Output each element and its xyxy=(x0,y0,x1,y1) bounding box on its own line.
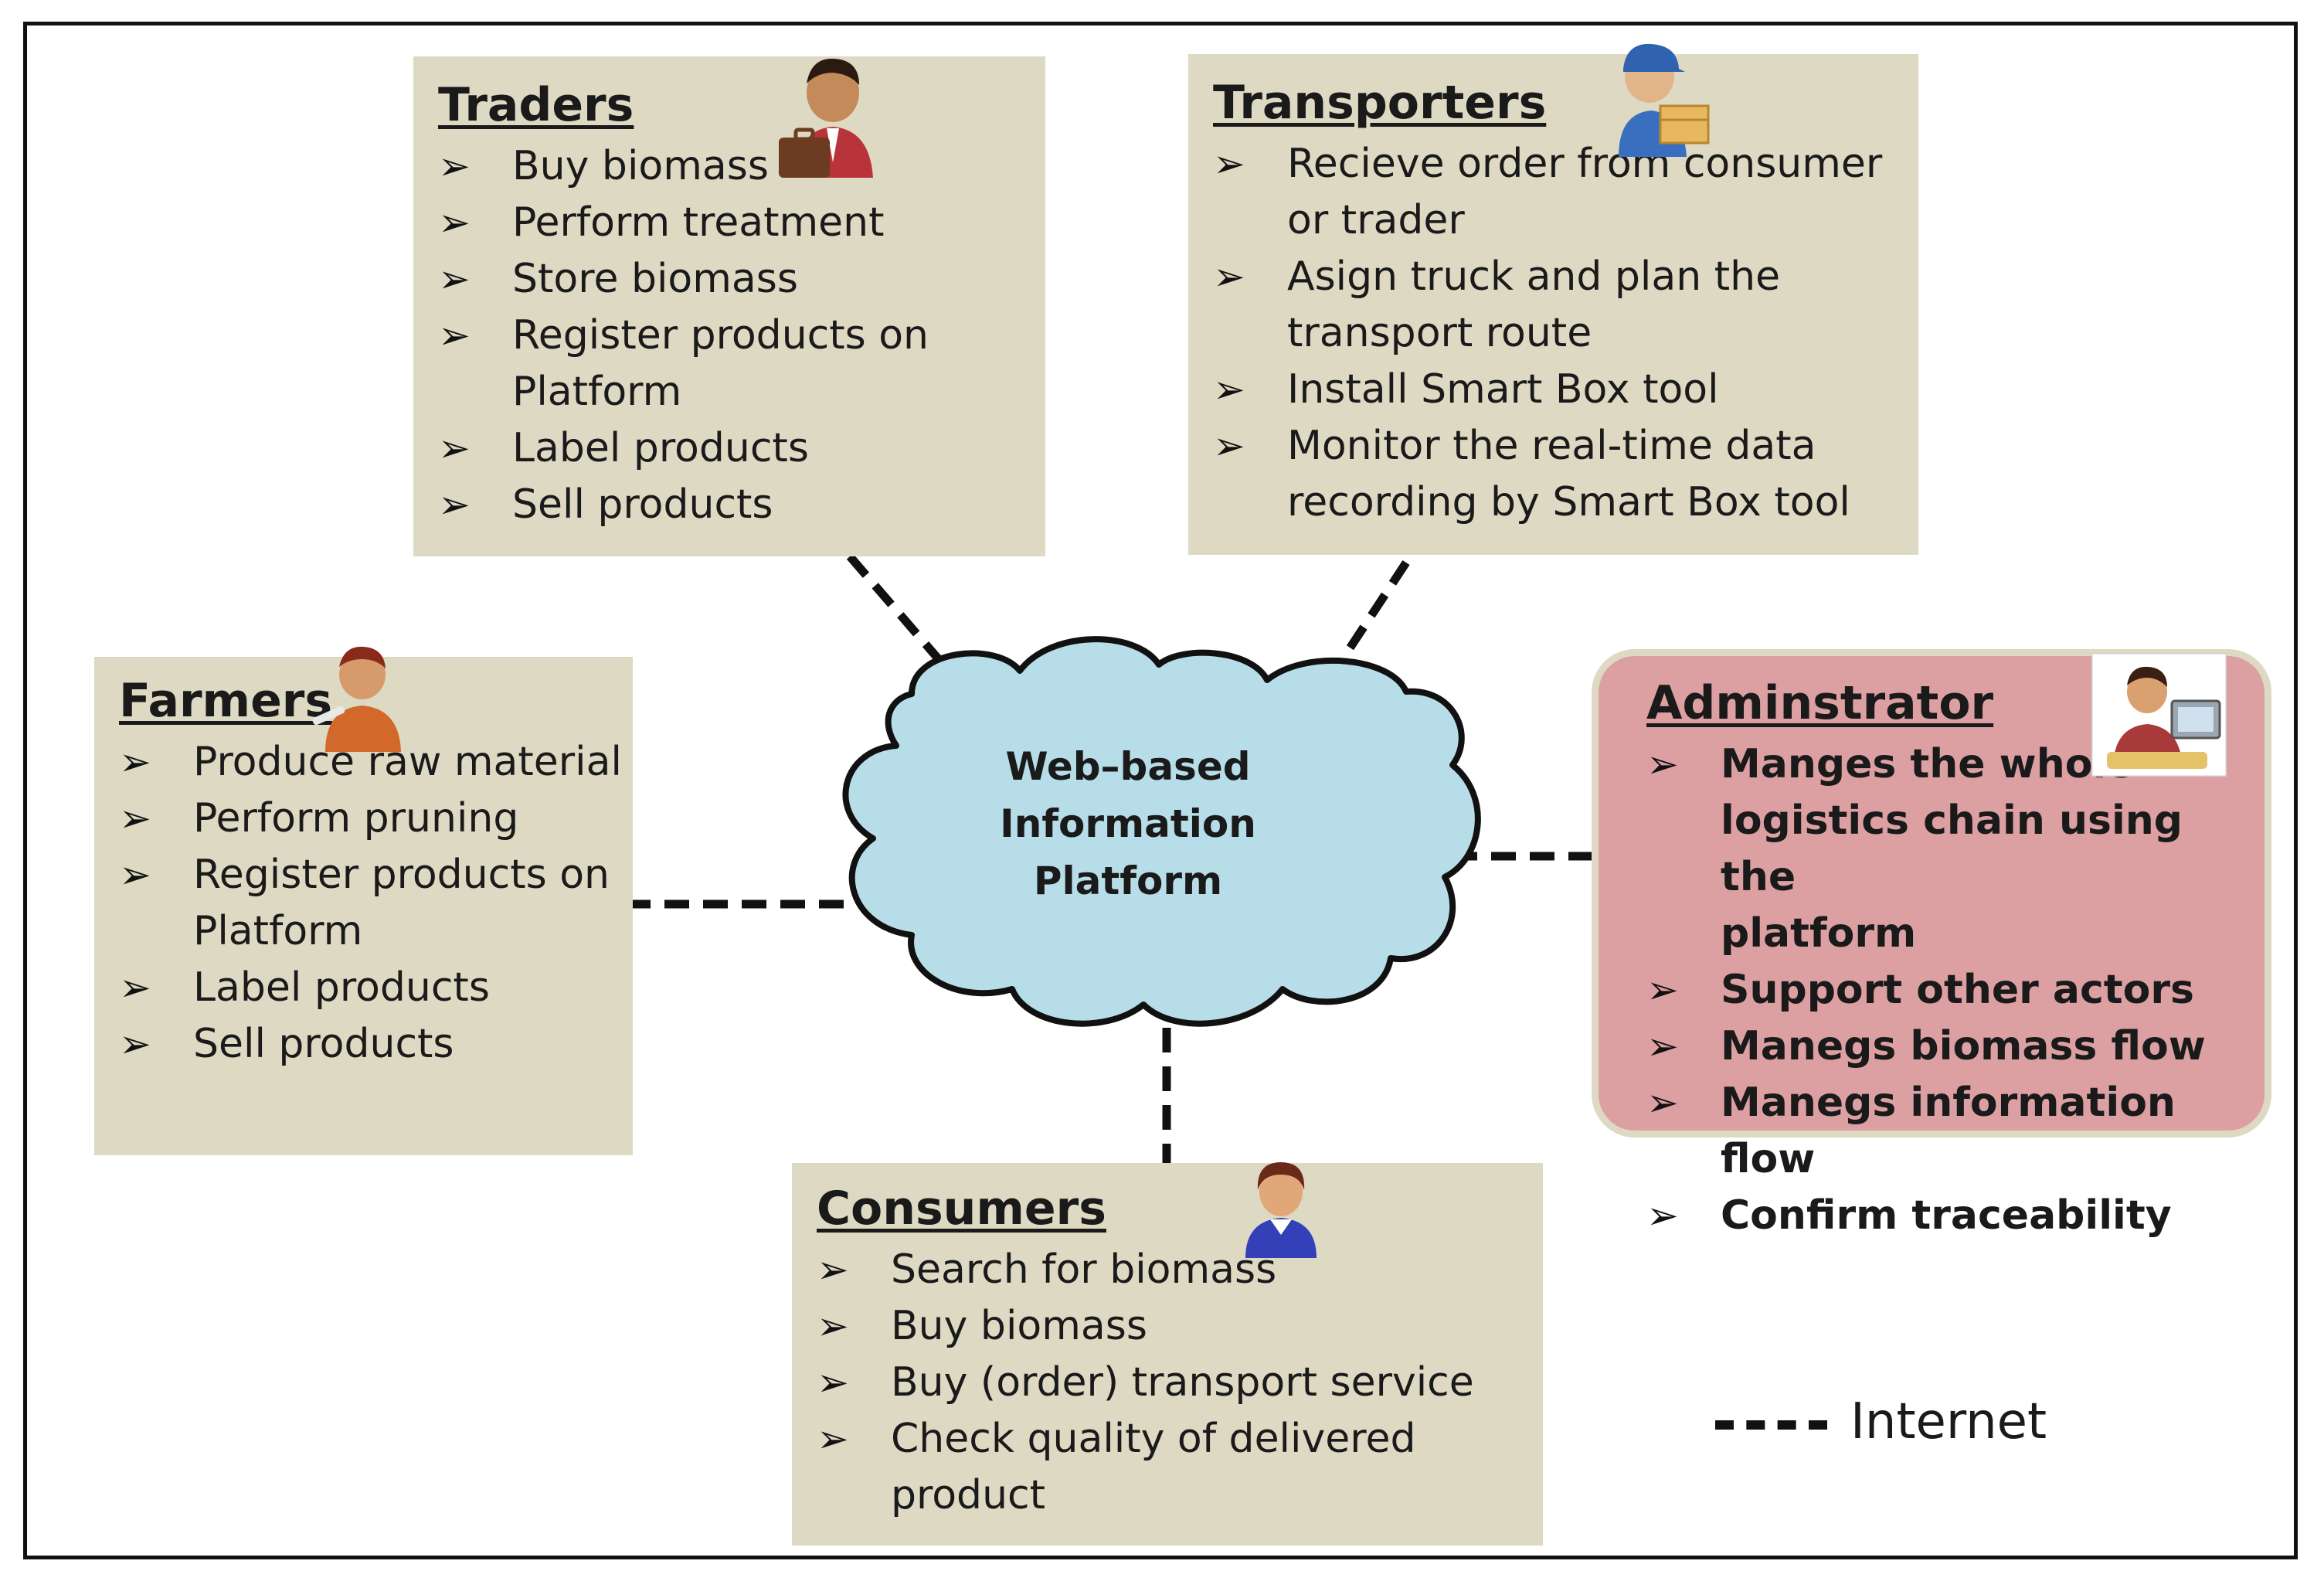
link-transporters xyxy=(1344,559,1410,654)
list-item: ➢Manges the whole xyxy=(1646,736,2265,793)
bullet-arrow-icon: ➢ xyxy=(817,1360,849,1405)
bullet-arrow-icon: ➢ xyxy=(438,313,471,358)
bullet-arrow-icon: ➢ xyxy=(817,1247,849,1292)
bullet-arrow-icon: ➢ xyxy=(1646,1024,1679,1069)
bullet-arrow-icon: ➢ xyxy=(119,965,151,1010)
bullet-arrow-icon: ➢ xyxy=(438,200,471,245)
list-item: ➢Store biomass xyxy=(438,251,1045,308)
businessman-icon xyxy=(779,58,873,178)
platform-label-line1: Web–based xyxy=(1005,744,1251,789)
bullet-arrow-icon: ➢ xyxy=(817,1304,849,1348)
list-item: ➢Buy (order) transport service xyxy=(817,1355,1543,1411)
list-item: ➢Install Smart Box tool xyxy=(1213,362,1918,418)
platform-label-line2: Information xyxy=(1000,801,1256,846)
bullet-arrow-icon: ➢ xyxy=(1213,141,1245,186)
bullet-arrow-icon: ➢ xyxy=(119,796,151,841)
list-item-continuation: recording by Smart Box tool xyxy=(1287,479,1850,525)
cloud-shape xyxy=(842,636,1481,1027)
bullet-arrow-icon: ➢ xyxy=(119,740,151,784)
list-item-continuation: Platform xyxy=(512,369,682,415)
bullet-arrow-icon: ➢ xyxy=(817,1416,849,1461)
link-traders xyxy=(846,553,966,689)
list-item-continuation: product xyxy=(891,1472,1046,1518)
bullet-arrow-icon: ➢ xyxy=(438,482,471,527)
farmers-list: ➢Produce raw material ➢Perform pruning ➢… xyxy=(119,734,633,1073)
list-item: ➢Produce raw material xyxy=(119,734,633,791)
list-item: ➢Manegs biomass flow xyxy=(1646,1018,2265,1075)
list-item: ➢Manegs information flow xyxy=(1646,1075,2265,1188)
list-item-continuation: platform xyxy=(1721,910,1917,957)
list-item-continuation: logistics chain using the xyxy=(1721,797,2183,900)
legend-dashed-line-icon xyxy=(1715,1420,1827,1430)
list-item: ➢Register products on xyxy=(438,308,1045,364)
bullet-arrow-icon: ➢ xyxy=(1646,1080,1679,1125)
bullet-arrow-icon: ➢ xyxy=(119,852,151,897)
list-item: ➢Perform treatment xyxy=(438,195,1045,251)
bullet-arrow-icon: ➢ xyxy=(1213,254,1245,299)
farmer-icon xyxy=(312,646,401,752)
list-item: ➢Label products xyxy=(119,960,633,1016)
administrator-list: ➢Manges the whole logistics chain using … xyxy=(1646,736,2265,1244)
consumers-box: Consumers ➢Search for biomass ➢Buy bioma… xyxy=(792,1163,1543,1545)
platform-label: Web–based Information Platform xyxy=(966,738,1290,910)
list-item-continuation: or trader xyxy=(1287,197,1465,243)
bullet-arrow-icon: ➢ xyxy=(1646,1193,1679,1238)
transporters-list: ➢Recieve order from consumer or trader ➢… xyxy=(1213,136,1918,531)
list-item: ➢Buy biomass xyxy=(817,1298,1543,1355)
delivery-man-icon xyxy=(1619,43,1710,157)
list-item: ➢Label products xyxy=(438,420,1045,477)
list-item: ➢Search for biomass xyxy=(817,1242,1543,1298)
list-item-continuation: Platform xyxy=(193,908,363,954)
bullet-arrow-icon: ➢ xyxy=(438,257,471,301)
traders-list: ➢Buy biomass ➢Perform treatment ➢Store b… xyxy=(438,138,1045,533)
list-item: ➢Asign truck and plan the xyxy=(1213,249,1918,305)
list-item: ➢Sell products xyxy=(119,1016,633,1073)
list-item: ➢Register products on xyxy=(119,847,633,903)
list-item: ➢Sell products xyxy=(438,477,1045,533)
bullet-arrow-icon: ➢ xyxy=(1646,967,1679,1012)
bullet-arrow-icon: ➢ xyxy=(438,426,471,471)
bullet-arrow-icon: ➢ xyxy=(438,144,471,189)
consumer-icon xyxy=(1245,1162,1317,1258)
bullet-arrow-icon: ➢ xyxy=(1213,367,1245,412)
diagram-frame xyxy=(23,22,2298,1559)
consumers-title: Consumers xyxy=(817,1182,1106,1236)
list-item: ➢Monitor the real-time data xyxy=(1213,418,1918,474)
bullet-arrow-icon: ➢ xyxy=(1646,742,1679,787)
list-item: ➢Recieve order from consumer xyxy=(1213,136,1918,192)
transporters-box: Transporters ➢Recieve order from consume… xyxy=(1188,54,1918,555)
list-item: ➢Check quality of delivered xyxy=(817,1411,1543,1467)
administrator-title: Adminstrator xyxy=(1646,676,1994,730)
consumers-list: ➢Search for biomass ➢Buy biomass ➢Buy (o… xyxy=(817,1242,1543,1524)
traders-box: Traders ➢Buy biomass ➢Perform treatment … xyxy=(413,56,1045,556)
farmers-title: Farmers xyxy=(119,674,333,728)
transporters-title: Transporters xyxy=(1213,76,1547,130)
bullet-arrow-icon: ➢ xyxy=(119,1022,151,1066)
traders-title: Traders xyxy=(438,78,634,132)
list-item: ➢Buy biomass xyxy=(438,138,1045,195)
legend-label: Internet xyxy=(1850,1393,2047,1450)
list-item: ➢Perform pruning xyxy=(119,791,633,847)
list-item: ➢Confirm traceability xyxy=(1646,1188,2265,1244)
list-item-continuation: transport route xyxy=(1287,310,1592,356)
admin-computer-icon xyxy=(2091,653,2227,777)
platform-label-line3: Platform xyxy=(1033,859,1223,903)
bullet-arrow-icon: ➢ xyxy=(1213,423,1245,468)
list-item: ➢Support other actors xyxy=(1646,962,2265,1018)
